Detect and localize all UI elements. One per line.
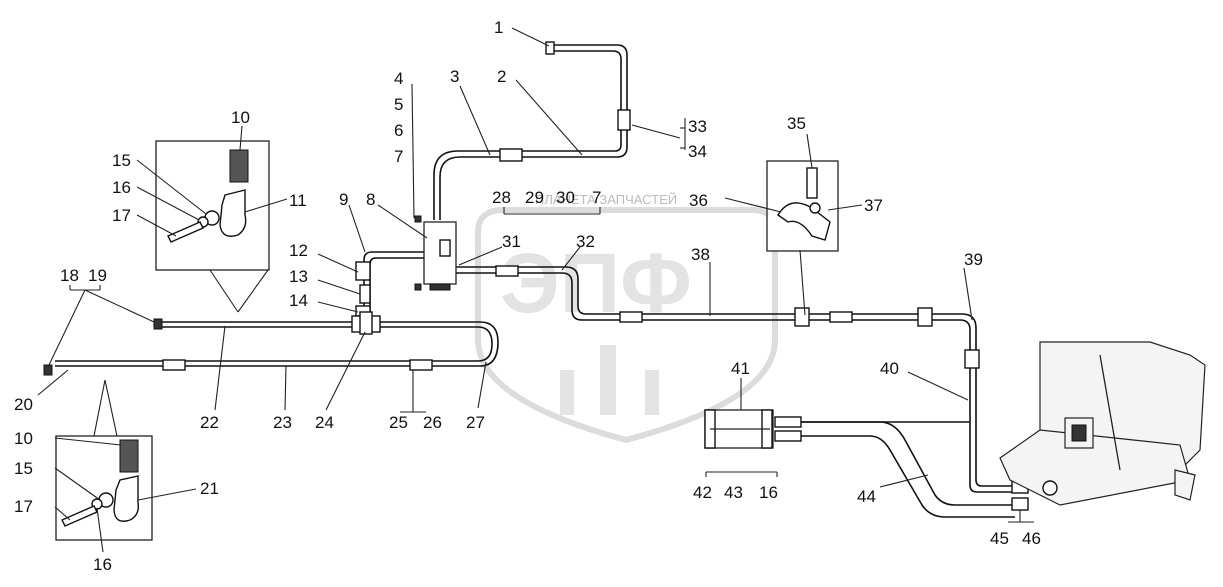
callout-33: 33 — [688, 117, 707, 136]
watermark-logo-letters: ЭПФ — [500, 236, 692, 330]
callout-32: 32 — [576, 232, 595, 251]
callout-21: 21 — [200, 479, 219, 498]
callout-5: 5 — [394, 95, 403, 114]
callout-17-lower: 17 — [14, 497, 33, 516]
callout-2: 2 — [497, 67, 506, 86]
callout-12: 12 — [289, 241, 308, 260]
callout-27: 27 — [466, 413, 485, 432]
watermark-brand-text: ПЛАНЕТА ЗАПЧАСТЕЙ — [535, 192, 677, 207]
callout-28: 28 — [492, 188, 511, 207]
callout-31: 31 — [502, 232, 521, 251]
callout-7-second: 7 — [592, 188, 601, 207]
tank-assembly — [999, 341, 1206, 506]
callout-8: 8 — [366, 190, 375, 209]
callout-40: 40 — [880, 359, 899, 378]
callout-30: 30 — [556, 188, 575, 207]
callout-26: 26 — [423, 413, 442, 432]
callout-22: 22 — [200, 413, 219, 432]
callout-4: 4 — [394, 69, 403, 88]
callout-labels: 1 2 3 4 5 6 7 8 9 10 11 12 13 14 15 16 1… — [14, 18, 1041, 574]
callout-13: 13 — [289, 267, 308, 286]
hydraulic-cylinder — [704, 409, 774, 449]
callout-19: 19 — [88, 266, 107, 285]
callout-39: 39 — [964, 250, 983, 269]
callout-15-upper: 15 — [112, 151, 131, 170]
leader-lines — [37, 27, 1034, 553]
callout-42: 42 — [693, 483, 712, 502]
callout-44: 44 — [857, 487, 876, 506]
callout-16-lower: 16 — [93, 555, 112, 574]
callout-46: 46 — [1022, 529, 1041, 548]
callout-15-lower: 15 — [14, 459, 33, 478]
callout-34: 34 — [688, 142, 707, 161]
callout-29: 29 — [525, 188, 544, 207]
callout-11: 11 — [289, 191, 307, 210]
filter-housing — [414, 215, 457, 291]
callout-16-upper: 16 — [112, 178, 131, 197]
callout-36: 36 — [689, 191, 708, 210]
callout-9: 9 — [339, 190, 348, 209]
callout-45: 45 — [990, 529, 1009, 548]
callout-6: 6 — [394, 121, 403, 140]
callout-24: 24 — [315, 413, 334, 432]
callout-35: 35 — [787, 114, 806, 133]
detail-box-lower — [55, 435, 153, 541]
callout-38: 38 — [691, 245, 710, 264]
callout-18: 18 — [60, 266, 79, 285]
callout-37: 37 — [864, 196, 883, 215]
callout-1: 1 — [494, 18, 503, 37]
callout-25: 25 — [389, 413, 408, 432]
callout-10-upper: 10 — [231, 108, 250, 127]
callout-14: 14 — [289, 291, 308, 310]
callout-43: 43 — [724, 483, 743, 502]
callout-3: 3 — [450, 67, 459, 86]
detail-box-upper — [155, 140, 270, 271]
callout-10-lower: 10 — [14, 429, 33, 448]
fittings — [43, 41, 1029, 511]
detail-box-clamp — [766, 160, 839, 252]
callout-7: 7 — [394, 147, 403, 166]
callout-41: 41 — [731, 359, 750, 378]
callout-23: 23 — [273, 413, 292, 432]
callout-20: 20 — [14, 395, 33, 414]
callout-16-cylinder: 16 — [759, 483, 778, 502]
callout-17-upper: 17 — [112, 206, 131, 225]
